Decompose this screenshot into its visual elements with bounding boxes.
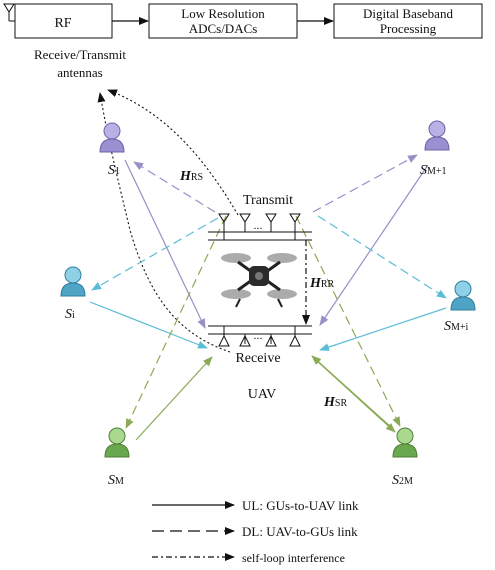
hrs-label: HRS: [179, 169, 203, 184]
antenna-caption-line-2: antennas: [57, 65, 102, 80]
user-label-s1: S1: [108, 163, 120, 178]
baseband-line-1: Digital Baseband: [363, 6, 453, 21]
baseband-block: Digital Baseband Processing: [333, 3, 483, 39]
ul-link-sm1: [319, 164, 429, 326]
antenna-icon-top: [3, 3, 15, 22]
ul-link-s1: [124, 159, 206, 329]
rx-ellipsis: ...: [254, 328, 263, 342]
hsr-label: HSR: [323, 395, 347, 410]
dl-link-smi: [317, 215, 447, 299]
user-label-smi: SM+i: [444, 319, 469, 334]
adc-line-2: ADCs/DACs: [189, 21, 258, 36]
user-label-sm: SM: [108, 473, 124, 488]
legend: UL: GUs-to-UAV link DL: UAV-to-GUs link …: [152, 498, 359, 565]
dl-link-sm1: [312, 154, 418, 213]
dl-link-si: [91, 217, 219, 291]
drone-icon: [221, 253, 297, 308]
receive-label: Receive: [235, 351, 280, 366]
dl-link-s2m: [295, 215, 401, 427]
dl-link-s1: [133, 161, 216, 213]
legend-self-text: self-loop interference: [242, 551, 345, 565]
user-icon-smi: [450, 280, 476, 311]
user-label-si: Si: [65, 307, 75, 322]
user-icon-sm1: [424, 120, 450, 151]
tx-ellipsis: ...: [254, 218, 263, 232]
rf-block: RF: [14, 3, 113, 39]
user-icon-s1: [99, 122, 125, 153]
rf-block-label: RF: [54, 16, 71, 31]
transmit-label: Transmit: [243, 193, 293, 208]
ul-link-s2m-return: [315, 359, 396, 433]
user-label-s2m: S2M: [392, 473, 413, 488]
user-icon-s2m: [392, 427, 418, 458]
adc-line-1: Low Resolution: [181, 6, 265, 21]
legend-dl-text: DL: UAV-to-GUs link: [242, 524, 358, 539]
ul-link-sm: [135, 356, 213, 441]
dotted-curve-outer: [107, 89, 239, 216]
antenna-caption-line-1: Receive/Transmit: [34, 47, 126, 62]
uav-antenna-array: [208, 213, 312, 347]
dl-link-sm: [125, 215, 227, 429]
ul-link-smi: [319, 307, 447, 351]
user-label-sm1: SM+1: [420, 163, 447, 178]
ul-link-si: [89, 301, 208, 349]
uav-label: UAV: [248, 387, 277, 402]
adc-dac-block: Low Resolution ADCs/DACs: [148, 3, 298, 39]
hrr-label: HRR: [309, 276, 335, 291]
legend-ul-text: UL: GUs-to-UAV link: [242, 498, 359, 513]
user-icon-si: [60, 266, 86, 297]
baseband-line-2: Processing: [380, 21, 437, 36]
user-icon-sm: [104, 427, 130, 458]
